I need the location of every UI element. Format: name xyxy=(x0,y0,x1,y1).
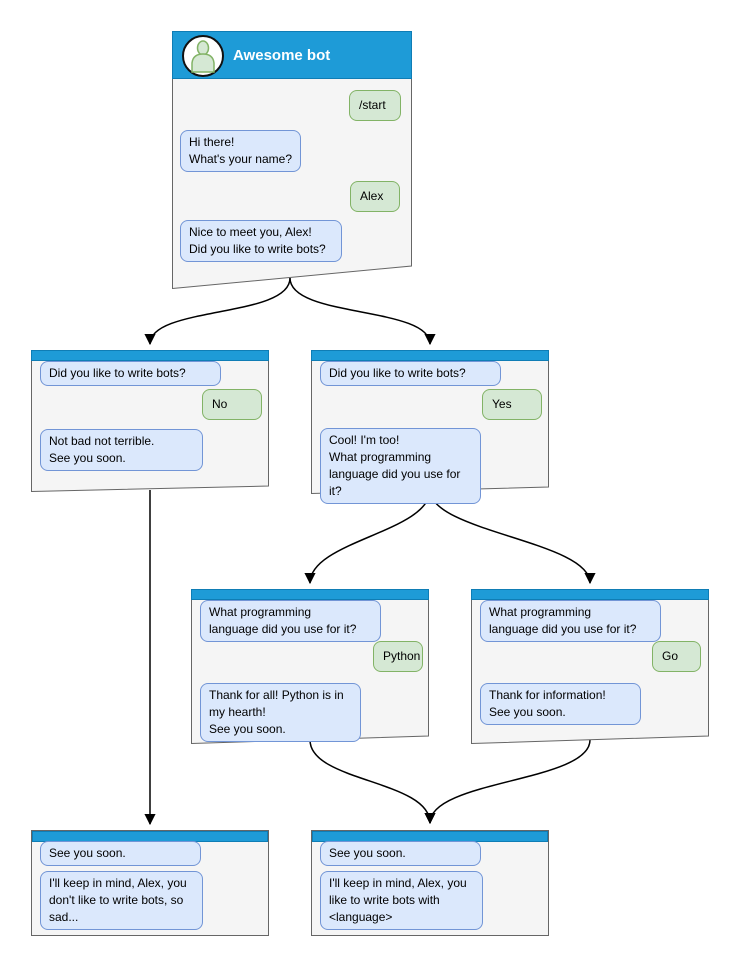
bot-title: Awesome bot xyxy=(233,47,331,64)
bot-message-bubble: Cool! I'm too! What programming language… xyxy=(320,428,481,504)
user-message-bubble: Alex xyxy=(350,181,400,212)
node-end-yes: See you soon. I'll keep in mind, Alex, y… xyxy=(311,830,549,936)
node-header-strip xyxy=(191,589,429,600)
node-header-strip xyxy=(31,350,269,361)
node-branch-python: What programming language did you use fo… xyxy=(191,589,429,744)
user-message-bubble: /start xyxy=(349,90,401,121)
arrow-go-to-end xyxy=(424,739,591,825)
bot-message-bubble: Did you like to write bots? xyxy=(320,361,501,386)
user-message-bubble: Yes xyxy=(482,389,542,420)
bot-message-bubble: Thank for information! See you soon. xyxy=(480,683,641,725)
bot-message-bubble: Thank for all! Python is in my hearth! S… xyxy=(200,683,361,742)
node-branch-no: Did you like to write bots? No Not bad n… xyxy=(31,350,269,492)
node-end-no: See you soon. I'll keep in mind, Alex, y… xyxy=(31,830,269,936)
user-message-bubble: No xyxy=(202,389,262,420)
person-icon xyxy=(191,40,215,73)
bot-message-bubble: What programming language did you use fo… xyxy=(480,600,661,642)
user-message-bubble: Python xyxy=(373,641,423,672)
bot-message-bubble: Not bad not terrible. See you soon. xyxy=(40,429,203,471)
user-message-bubble: Go xyxy=(652,641,701,672)
node-header-strip xyxy=(471,589,709,600)
node-main-header: Awesome bot xyxy=(172,31,412,79)
node-main: Awesome bot /start Hi there! What's your… xyxy=(172,31,412,289)
bot-message-bubble: See you soon. xyxy=(320,841,481,866)
bot-message-bubble: Hi there! What's your name? xyxy=(180,130,301,172)
bot-message-bubble: What programming language did you use fo… xyxy=(200,600,381,642)
bot-message-bubble: Nice to meet you, Alex! Did you like to … xyxy=(180,220,342,262)
bot-message-bubble: Did you like to write bots? xyxy=(40,361,221,386)
arrow-python-to-end xyxy=(309,739,436,825)
node-header-strip xyxy=(311,350,549,361)
bot-message-bubble: I'll keep in mind, Alex, you don't like … xyxy=(40,871,203,930)
bot-message-bubble: See you soon. xyxy=(40,841,201,866)
node-branch-go: What programming language did you use fo… xyxy=(471,589,709,744)
node-branch-yes: Did you like to write bots? Yes Cool! I'… xyxy=(311,350,549,504)
bot-avatar xyxy=(182,35,224,77)
bot-message-bubble: I'll keep in mind, Alex, you like to wri… xyxy=(320,871,483,930)
